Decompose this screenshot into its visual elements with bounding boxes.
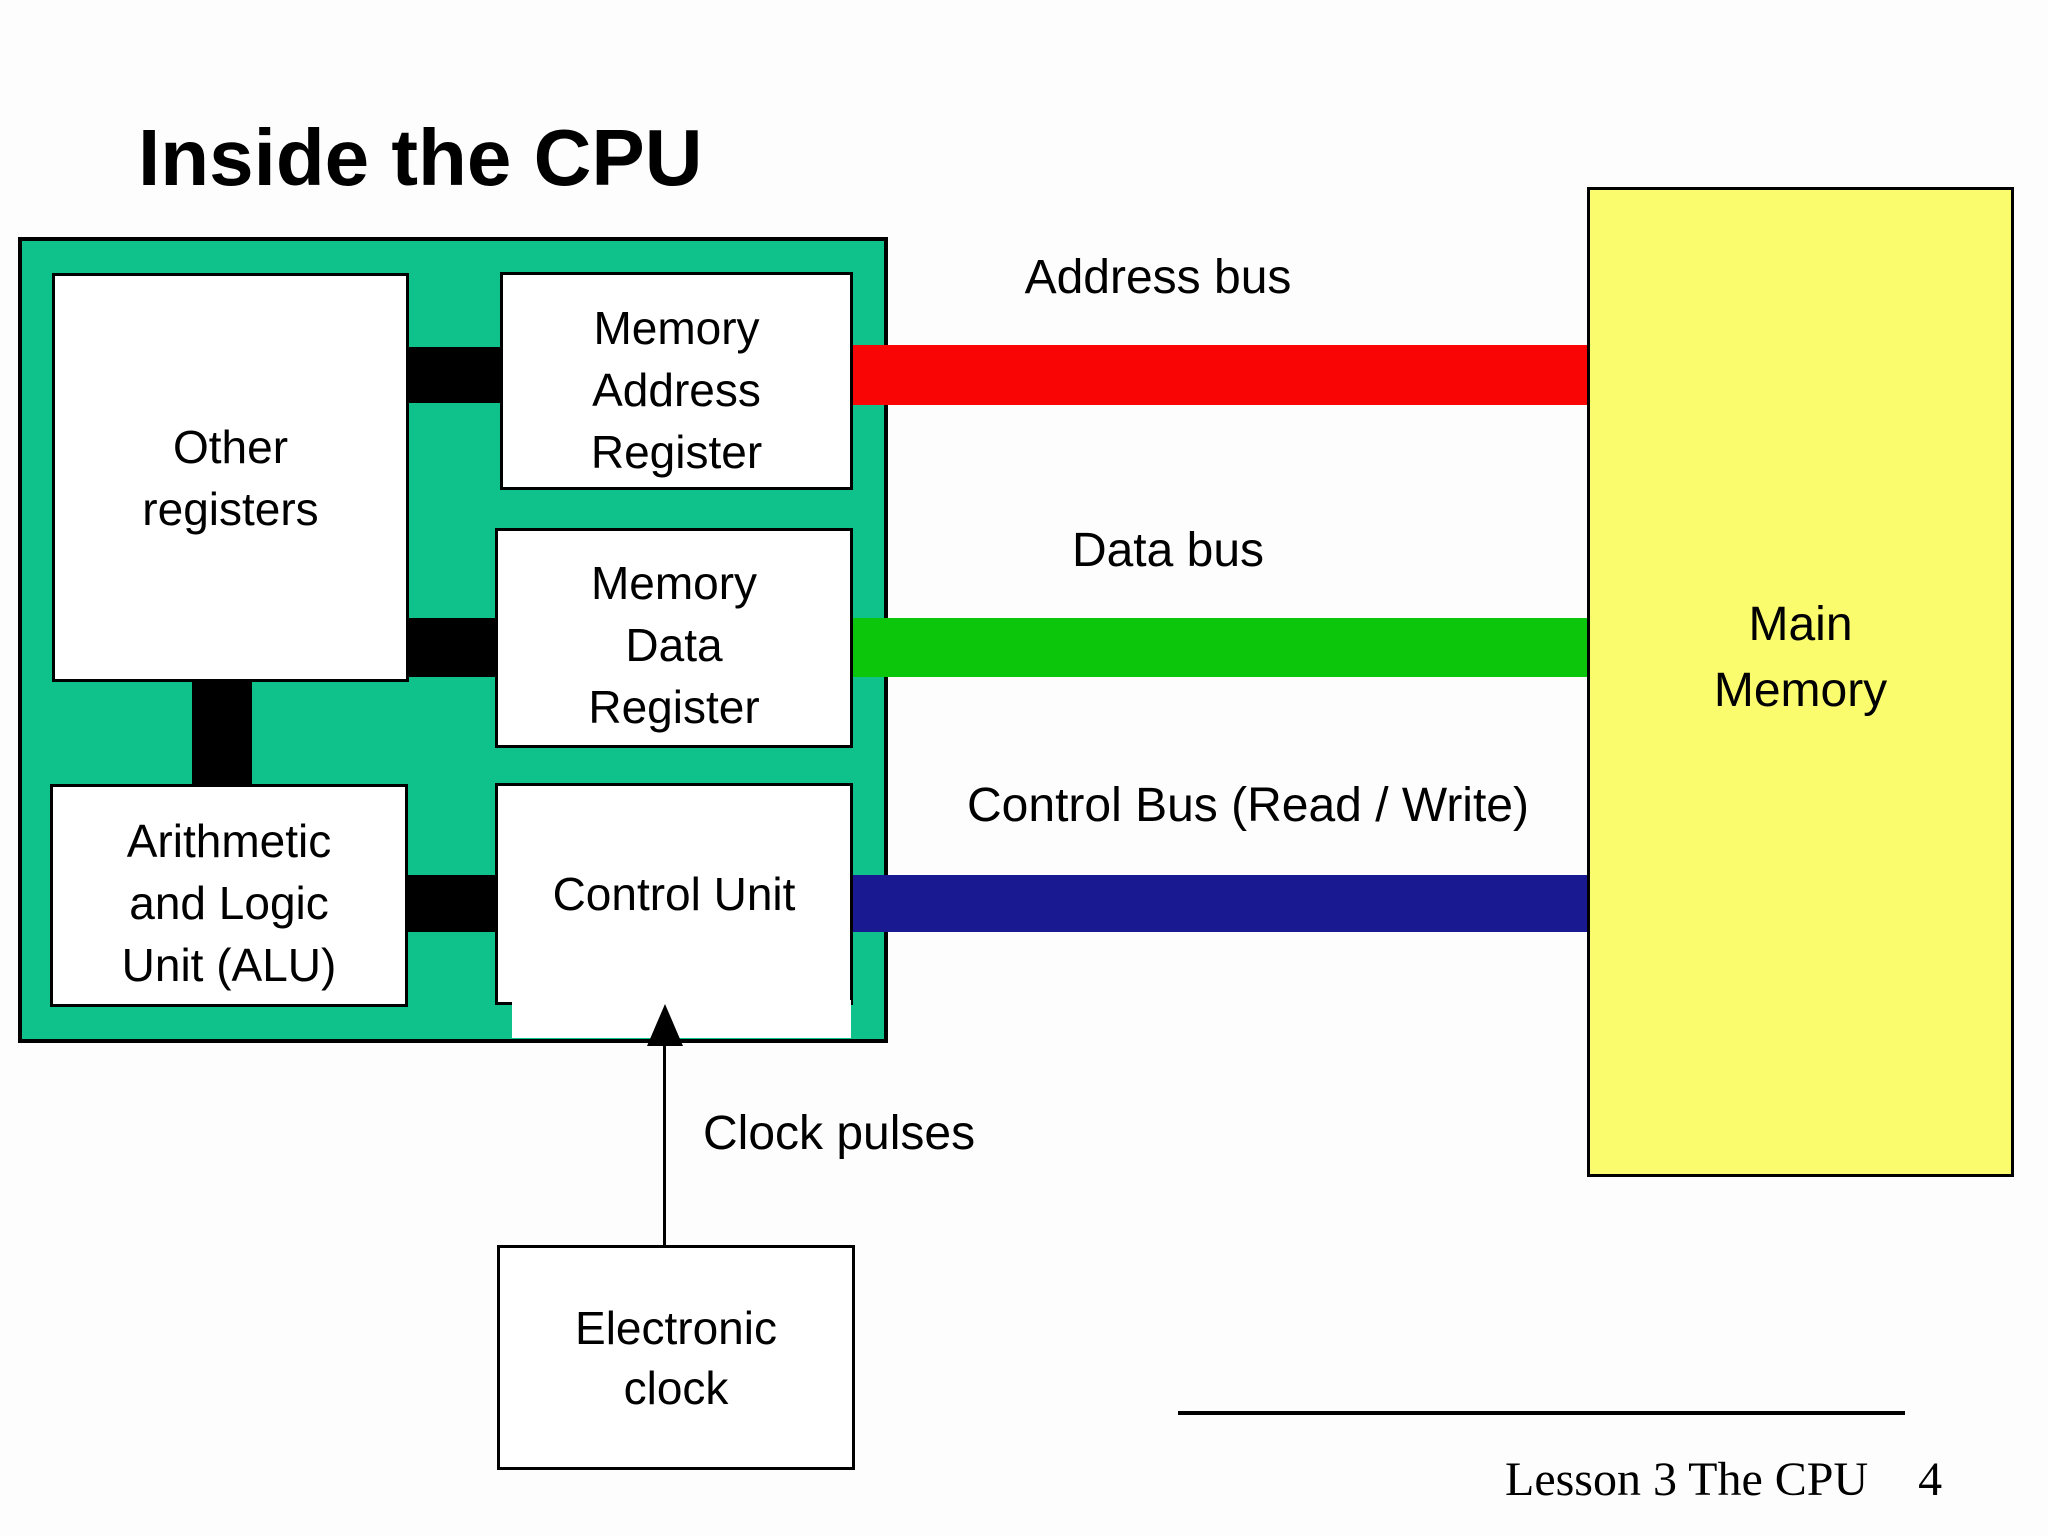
clock-arrow-line (663, 1030, 666, 1245)
alu-line2: and Logic (129, 876, 329, 929)
mdr-line2: Data (625, 619, 723, 671)
main-memory-box: Main Memory (1587, 187, 2014, 1177)
clock-pulses-label: Clock pulses (703, 1107, 976, 1160)
mar-line2: Address (592, 364, 761, 416)
connector-registers-to-mar (409, 347, 504, 403)
mar-line1: Memory (593, 302, 760, 354)
other-registers-line1: Other (172, 420, 289, 473)
footer-page-number: 4 (1918, 1453, 1943, 1506)
alu-line3: Unit (ALU) (121, 938, 337, 991)
main-memory-line2: Memory (1713, 664, 1888, 717)
mdr-line3: Register (588, 681, 760, 733)
page-title: Inside the CPU (138, 113, 703, 202)
connector-registers-to-mdr (409, 618, 499, 677)
box-memory-data-register: Memory Data Register (495, 528, 853, 748)
data-bus (853, 618, 1589, 677)
main-memory-line1: Main (1748, 598, 1853, 651)
other-registers-line2: registers (142, 482, 319, 535)
footer: Lesson 3 The CPU 4 (1505, 1452, 1942, 1507)
connector-alu-to-control-unit (408, 875, 498, 932)
box-memory-address-register: Memory Address Register (500, 272, 853, 490)
address-bus (853, 345, 1589, 405)
clock-arrow-head-icon (647, 1004, 683, 1046)
mar-line3: Register (590, 426, 763, 478)
address-bus-label: Address bus (1024, 251, 1292, 304)
electronic-clock-box: Electronic clock (497, 1245, 855, 1470)
connector-registers-to-alu (192, 680, 252, 786)
electronic-clock-line1: Electronic (575, 1301, 777, 1354)
footer-lesson-label: Lesson 3 The CPU (1505, 1453, 1869, 1506)
electronic-clock-line2: clock (623, 1361, 729, 1414)
footer-rule (1178, 1411, 1905, 1415)
data-bus-label: Data bus (1071, 524, 1265, 577)
control-bus-label: Control Bus (Read / Write) (967, 779, 1529, 832)
box-other-registers: Other registers (52, 273, 409, 682)
alu-line1: Arithmetic (126, 814, 332, 867)
mdr-line1: Memory (590, 557, 758, 609)
control-bus (853, 875, 1589, 932)
box-alu: Arithmetic and Logic Unit (ALU) (50, 784, 408, 1007)
box-control-unit: Control Unit (495, 783, 853, 1005)
control-unit-label: Control Unit (552, 868, 796, 920)
